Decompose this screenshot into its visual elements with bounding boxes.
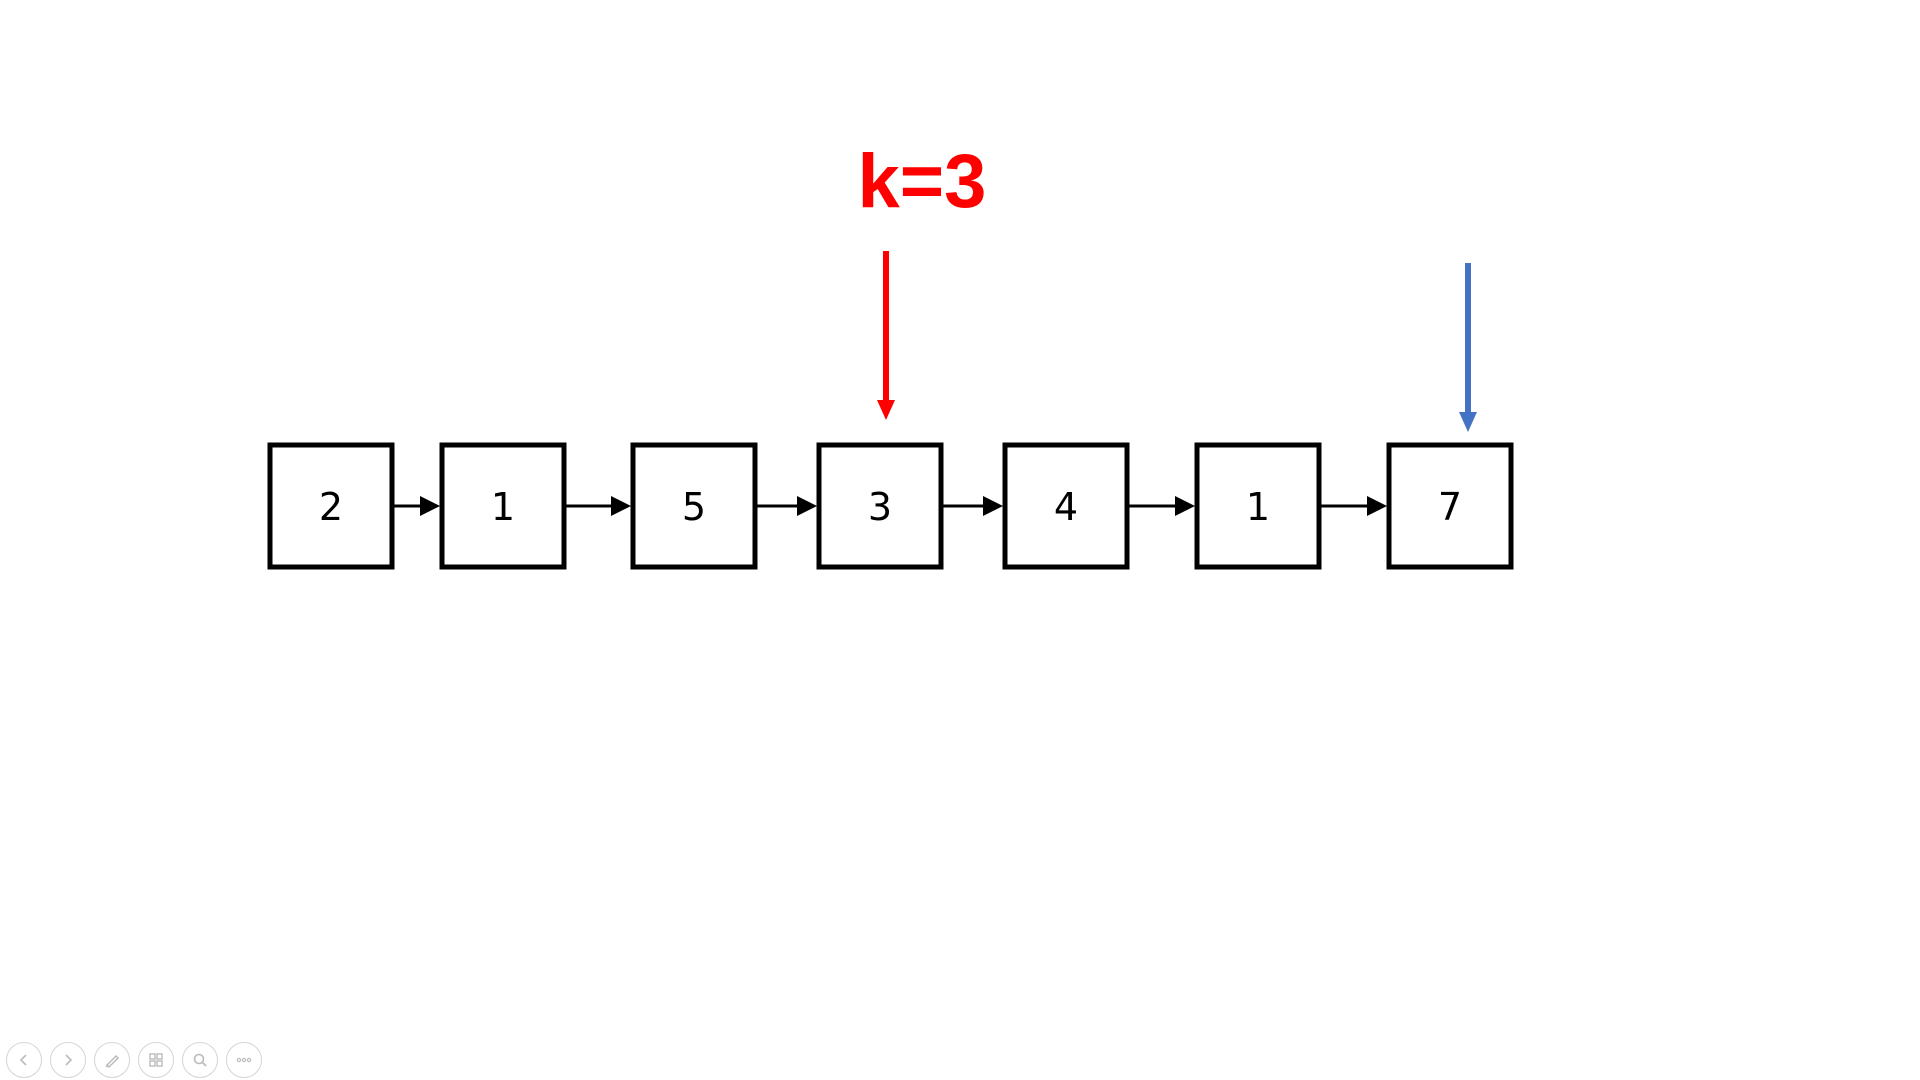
list-node: 5	[630, 442, 758, 570]
node-box	[630, 442, 758, 570]
arrow-right-icon	[59, 1051, 77, 1069]
node-box	[439, 442, 567, 570]
node-box	[1002, 442, 1130, 570]
list-node: 4	[1002, 442, 1130, 570]
next-pointer-arrow	[1128, 496, 1195, 516]
node-value: 1	[1246, 485, 1270, 529]
magnifier-icon	[191, 1051, 209, 1069]
node-value: 2	[319, 485, 343, 529]
list-node: 3	[816, 442, 944, 570]
node-value: 3	[868, 485, 892, 529]
pen-tool-button[interactable]	[94, 1042, 130, 1078]
node-box	[816, 442, 944, 570]
node-value: 4	[1054, 485, 1078, 529]
more-options-button[interactable]	[226, 1042, 262, 1078]
next-pointer-arrow	[1320, 496, 1387, 516]
pen-icon	[103, 1051, 121, 1069]
previous-slide-button[interactable]	[6, 1042, 42, 1078]
k-arrow	[877, 251, 895, 420]
slideshow-toolbar	[6, 1042, 262, 1078]
zoom-button[interactable]	[182, 1042, 218, 1078]
pointer-arrow	[1459, 263, 1477, 432]
node-value: 5	[682, 485, 706, 529]
node-value: 7	[1438, 485, 1462, 529]
node-box	[267, 442, 395, 570]
k-label: k=3	[858, 139, 987, 224]
list-node: 7	[1386, 442, 1514, 570]
arrow-left-icon	[15, 1051, 33, 1069]
grid-icon	[147, 1051, 165, 1069]
next-pointer-arrow	[565, 496, 631, 516]
see-all-slides-button[interactable]	[138, 1042, 174, 1078]
node-box	[1386, 442, 1514, 570]
next-slide-button[interactable]	[50, 1042, 86, 1078]
next-pointer-arrow	[942, 496, 1003, 516]
list-node: 2	[267, 442, 395, 570]
node-box	[1194, 442, 1322, 570]
next-pointer-arrow	[393, 496, 440, 516]
ellipsis-icon	[235, 1051, 253, 1069]
list-node: 1	[439, 442, 567, 570]
next-pointer-arrow	[756, 496, 817, 516]
list-edges	[393, 496, 1387, 516]
list-node: 1	[1194, 442, 1322, 570]
node-value: 1	[491, 485, 515, 529]
list-nodes: 2 1 5 3 4 1 7	[267, 442, 1514, 570]
